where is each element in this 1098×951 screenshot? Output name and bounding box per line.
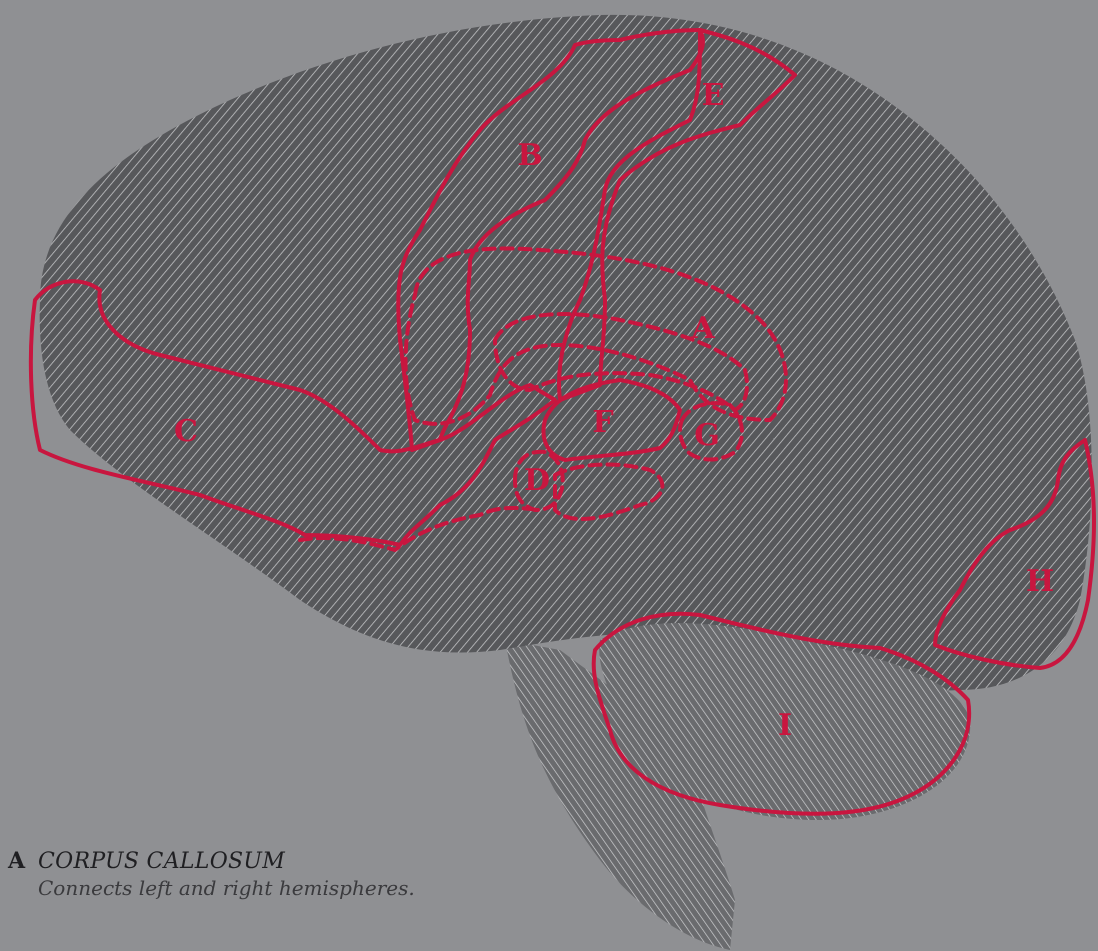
region-e-label: E bbox=[702, 78, 725, 113]
region-d-label: D bbox=[524, 463, 550, 498]
legend-region-name: CORPUS CALLOSUM bbox=[38, 849, 285, 874]
region-h-label: H bbox=[1026, 564, 1054, 599]
cerebrum bbox=[40, 15, 1092, 691]
region-i-label: I bbox=[778, 708, 792, 743]
region-c-label: C bbox=[174, 414, 198, 449]
region-b-label: B bbox=[517, 138, 542, 173]
region-f-label: F bbox=[592, 405, 613, 440]
region-a-label: A bbox=[690, 311, 715, 346]
legend-description: Connects left and right hemispheres. bbox=[38, 876, 528, 900]
legend-entry: A CORPUS CALLOSUM bbox=[8, 848, 528, 874]
region-g-label: G bbox=[694, 418, 720, 453]
legend-letter: A bbox=[8, 848, 38, 874]
legend: A CORPUS CALLOSUM Connects left and righ… bbox=[8, 848, 528, 900]
